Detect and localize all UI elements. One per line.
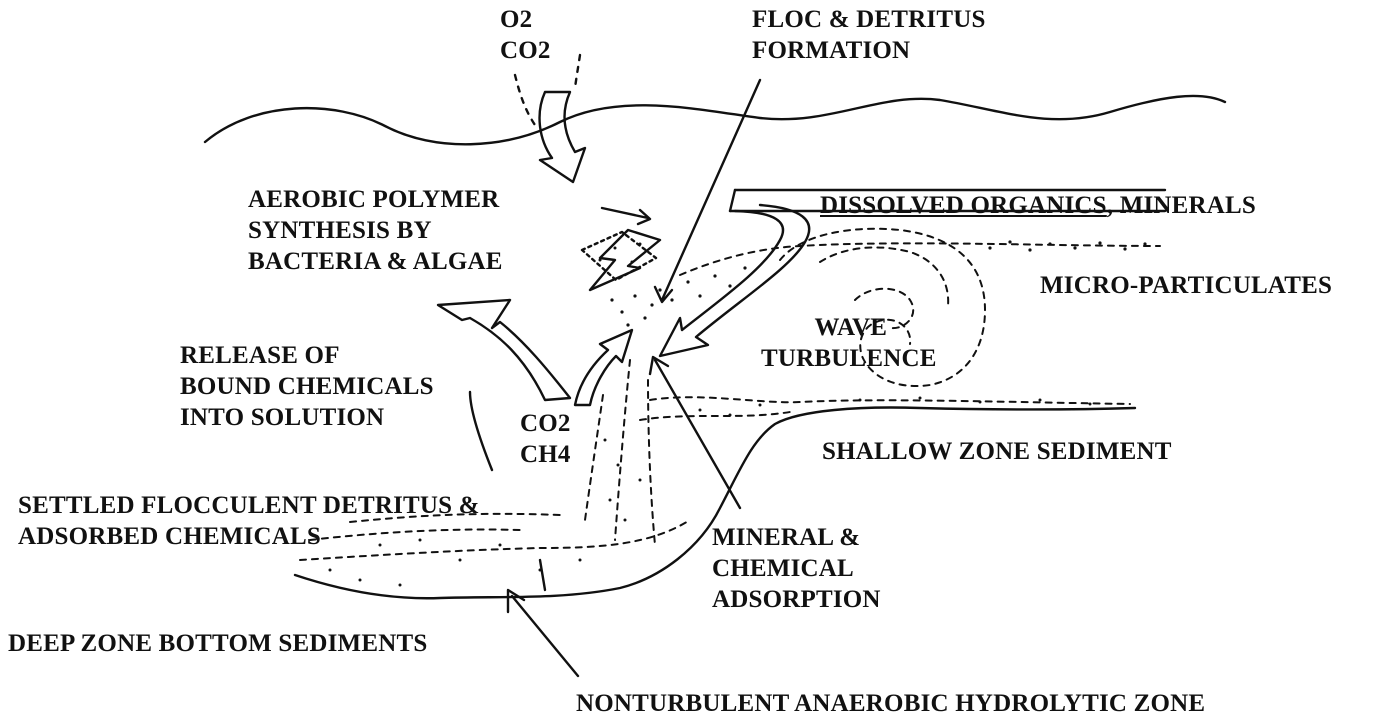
label-aerobic-line3: BACTERIA & ALGAE — [248, 246, 503, 277]
label-dissolved-text: DISSOLVED ORGANICS, MINERALS — [820, 192, 1256, 219]
label-release-line3: INTO SOLUTION — [180, 402, 434, 433]
label-micro-text: MICRO-PARTICULATES — [1040, 270, 1332, 301]
label-aerobic: AEROBIC POLYMER SYNTHESIS BY BACTERIA & … — [248, 184, 503, 277]
label-dissolved: DISSOLVED ORGANICS, MINERALS — [820, 190, 1256, 221]
nonturb-pointer — [512, 596, 578, 676]
label-shallow: SHALLOW ZONE SEDIMENT — [822, 436, 1172, 467]
settled-pointer-2 — [540, 560, 545, 590]
label-nonturb-text: NONTURBULENT ANAEROBIC HYDROLYTIC ZONE — [576, 688, 1205, 719]
release-arrow — [438, 300, 570, 400]
label-floc-line2: FORMATION — [752, 35, 986, 66]
label-deep: DEEP ZONE BOTTOM SEDIMENTS — [8, 628, 427, 659]
settled-pointer — [470, 392, 492, 470]
label-release-line1: RELEASE OF — [180, 340, 434, 371]
label-ch4: CH4 — [520, 439, 571, 470]
aerobic-arrow — [602, 208, 650, 224]
mineral-pointer — [655, 360, 740, 508]
gas-outflow-arrow — [575, 330, 632, 405]
label-co2: CO2 — [500, 35, 551, 66]
label-floc-line1: FLOC & DETRITUS — [752, 4, 986, 35]
gas-dash-1 — [515, 75, 535, 125]
label-settled-line2: ADSORBED CHEMICALS — [18, 521, 480, 552]
label-gases-in: O2 CO2 — [500, 4, 551, 66]
label-wave-line1: WAVE — [765, 312, 937, 343]
label-dissolved-organics: DISSOLVED ORGANICS — [820, 192, 1107, 219]
turbulence-swirl-2 — [820, 247, 948, 306]
shallow-band-1 — [650, 397, 1130, 404]
label-nonturb: NONTURBULENT ANAEROBIC HYDROLYTIC ZONE — [576, 688, 1205, 719]
label-release-line2: BOUND CHEMICALS — [180, 371, 434, 402]
label-aerobic-line2: SYNTHESIS BY — [248, 215, 503, 246]
label-wave: WAVE TURBULENCE — [765, 312, 937, 374]
label-dissolved-minerals: , MINERALS — [1107, 192, 1256, 219]
column-line-3 — [648, 380, 655, 545]
water-surface-line — [205, 96, 1225, 144]
label-deep-text: DEEP ZONE BOTTOM SEDIMENTS — [8, 628, 427, 659]
label-mineral-line3: ADSORPTION — [712, 584, 881, 615]
label-co2-out: CO2 — [520, 408, 571, 439]
gas-inflow-arrow — [540, 92, 585, 182]
shallow-band-2 — [640, 412, 790, 420]
label-release: RELEASE OF BOUND CHEMICALS INTO SOLUTION — [180, 340, 434, 433]
label-gases-out: CO2 CH4 — [520, 408, 571, 470]
label-settled-line1: SETTLED FLOCCULENT DETRITUS & — [18, 490, 480, 521]
label-shallow-text: SHALLOW ZONE SEDIMENT — [822, 436, 1172, 467]
label-wave-line2: TURBULENCE — [761, 343, 937, 374]
label-mineral-line2: CHEMICAL — [712, 553, 881, 584]
gas-dash-2 — [575, 55, 580, 88]
label-aerobic-line1: AEROBIC POLYMER — [248, 184, 503, 215]
label-mineral: MINERAL & CHEMICAL ADSORPTION — [712, 522, 881, 615]
column-line-1 — [585, 395, 603, 520]
label-settled: SETTLED FLOCCULENT DETRITUS & ADSORBED C… — [18, 490, 480, 552]
column-line-2 — [615, 360, 630, 540]
label-o2: O2 — [500, 4, 551, 35]
label-floc: FLOC & DETRITUS FORMATION — [752, 4, 986, 66]
label-micro: MICRO-PARTICULATES — [1040, 270, 1332, 301]
label-mineral-line1: MINERAL & — [712, 522, 881, 553]
